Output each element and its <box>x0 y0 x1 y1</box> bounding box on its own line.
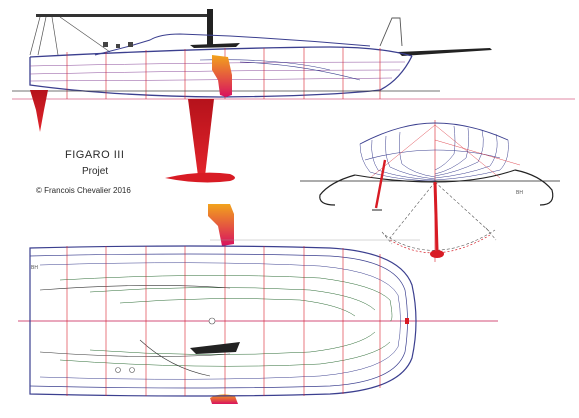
plan-buttocks <box>59 331 391 367</box>
coachroof-window <box>190 43 240 48</box>
bowsprit <box>398 48 492 56</box>
body-plan-deck-aft <box>364 149 501 161</box>
body-plan-keel <box>433 181 439 251</box>
plan-chine-lines <box>39 285 231 377</box>
drawing-credit: © Francois Chevalier 2016 <box>36 186 131 195</box>
plan-station-mark: BH <box>31 265 38 271</box>
drawing-title: FIGARO III <box>65 149 125 161</box>
plan-view: BH <box>18 204 498 404</box>
body-plan-forward-sections <box>434 125 509 181</box>
body-plan-foil-port <box>319 174 356 206</box>
plan-foil-top <box>208 204 234 246</box>
plan-hull-outline <box>29 245 417 397</box>
hull-bottom <box>29 55 413 98</box>
body-plan-diagonals <box>369 124 521 179</box>
body-plan-deck <box>359 122 509 145</box>
hull-sheer <box>29 46 413 58</box>
body-plan-keel-bulb <box>430 250 444 258</box>
rigging-lines <box>29 16 111 56</box>
plan-hatch-1 <box>208 317 216 325</box>
mast <box>207 9 213 47</box>
plan-hatch-2 <box>115 367 121 373</box>
plan-station-lines <box>66 246 381 396</box>
plan-hatch-3 <box>129 367 135 373</box>
plan-foil-bottom <box>210 394 238 404</box>
canting-keel-arc-red <box>389 234 491 254</box>
coachroof <box>94 33 371 56</box>
plan-waterline-outer <box>39 262 401 380</box>
drawing-subtitle: Projet <box>82 166 109 177</box>
boom <box>36 14 210 17</box>
profile-foil <box>212 55 232 97</box>
bow-pulpit <box>379 17 403 47</box>
plan-waterlines <box>59 275 393 322</box>
rudder <box>30 90 48 132</box>
body-plan-rudder <box>374 159 387 209</box>
body-plan-view: BH <box>300 120 560 262</box>
keel-bulb <box>165 172 235 183</box>
body-plan-aft-sections <box>359 131 436 182</box>
plan-cockpit-window <box>190 342 240 354</box>
canting-keel-arcs <box>381 181 497 251</box>
plan-bow-marker <box>405 318 409 324</box>
keel-fin <box>188 99 214 176</box>
cockpit-winches <box>103 42 133 48</box>
body-plan-station-mark: BH <box>516 190 523 196</box>
body-plan-foil-starboard <box>514 169 554 206</box>
